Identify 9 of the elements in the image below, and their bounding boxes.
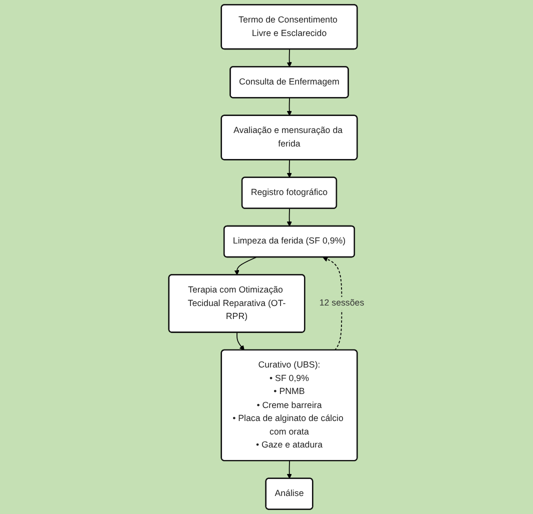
edge-label: 12 sessões	[319, 298, 364, 308]
arrow	[286, 48, 292, 68]
arrow	[286, 98, 292, 116]
arrow	[322, 256, 342, 351]
arrow	[234, 256, 257, 276]
arrow	[236, 332, 244, 350]
arrow	[286, 208, 292, 227]
arrow	[286, 460, 292, 479]
arrow	[286, 159, 292, 178]
